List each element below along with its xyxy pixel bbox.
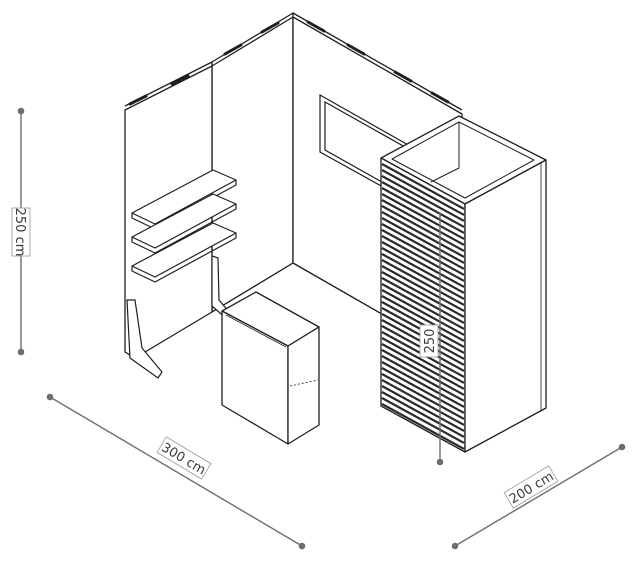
cabinet-slat [381, 379, 465, 426]
cabinet-slat [381, 373, 465, 420]
cabinet-slat [381, 217, 465, 264]
cabinet-slat [381, 247, 465, 294]
cabinet-slat [381, 259, 465, 306]
shelf-bracket-left [126, 299, 163, 379]
cabinet-slat [381, 175, 465, 222]
cabinet-height-label-text: 250 [423, 329, 438, 354]
cabinet-slat [381, 235, 465, 282]
cabinet-slat [381, 349, 465, 396]
depth-dimension-label: 200 cm [503, 465, 559, 509]
width-dimension-label: 300 cm [156, 436, 212, 480]
cabinet-slat [381, 403, 465, 450]
wall-top-edge [124, 12, 463, 111]
cabinet-slat [381, 355, 465, 402]
cabinet-slat [381, 361, 465, 408]
cabinet-slat [381, 289, 465, 336]
cabinet-slat [381, 229, 465, 276]
wall-top-joints [128, 20, 450, 106]
cabinet-slat [381, 181, 465, 228]
width-dimension-line [49, 396, 303, 547]
cabinet-slat [381, 205, 465, 252]
depth-dimension-end-right [618, 443, 626, 451]
cabinet-slat [381, 193, 465, 240]
depth-dimension-end-left [451, 542, 459, 550]
cabinet-slat [381, 187, 465, 234]
back-left-wall [211, 16, 294, 313]
cabinet-slat [381, 253, 465, 300]
cabinet-slat [381, 169, 465, 216]
height-label-text: 250 cm [12, 208, 27, 257]
cabinet-height-label: 250 [419, 324, 439, 358]
cabinet-height-dimension-end [436, 458, 444, 466]
counter-desk [221, 291, 320, 445]
cabinet-slat [381, 199, 465, 246]
depth-dimension-line [454, 446, 623, 547]
shelf-3 [131, 222, 237, 283]
cabinet-slat [381, 397, 465, 444]
height-dimension-end-bottom [17, 348, 25, 356]
counter-side [287, 326, 320, 445]
height-dimension-label: 250 cm [11, 207, 31, 257]
width-dimension-end-right [298, 542, 306, 550]
wall-shelves [126, 169, 237, 379]
cabinet-slat [381, 391, 465, 438]
cabinet-slat [381, 271, 465, 318]
cabinet-slat [381, 385, 465, 432]
cabinet-slat [381, 163, 465, 210]
cabinet-slat [381, 367, 465, 414]
cabinet-slat [381, 265, 465, 312]
cabinet-slat [381, 277, 465, 324]
cabinet-slat [381, 301, 465, 348]
cabinet-slat [381, 295, 465, 342]
cabinet-slat [381, 337, 465, 384]
cabinet-slat [381, 241, 465, 288]
height-dimension-end-top [17, 107, 25, 115]
cabinet-slats [381, 163, 465, 450]
cabinet-slat [381, 283, 465, 330]
cabinet-slat [381, 223, 465, 270]
cabinet-slat [381, 211, 465, 258]
width-dimension-end-left [46, 393, 54, 401]
cabinet-slat [381, 343, 465, 390]
cabinet-side [464, 159, 547, 453]
shelf-2 [131, 193, 237, 254]
